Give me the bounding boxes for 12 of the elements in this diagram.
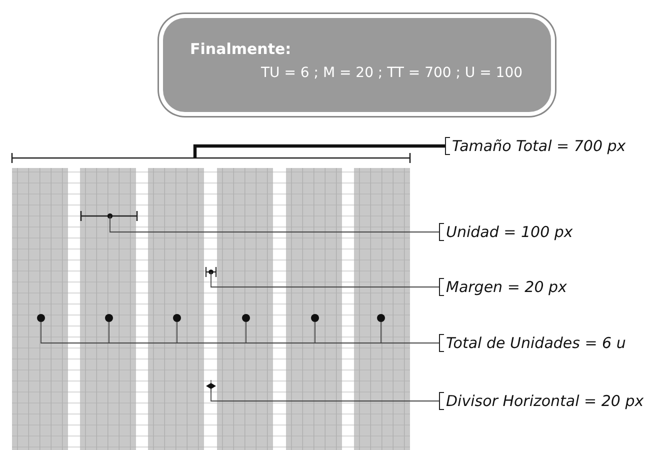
callout-label: Unidad = 100 px: [444, 222, 573, 242]
callout-label: Margen = 20 px: [444, 277, 567, 297]
callout-label: Divisor Horizontal = 20 px: [444, 391, 644, 411]
leader-line: [110, 216, 440, 232]
callout-label: Total de Unidades = 6 u: [444, 333, 626, 353]
formula-text: TU = 6 ; M = 20 ; TT = 700 ; U = 100: [261, 65, 523, 81]
callout-label: Tamaño Total = 700 px: [450, 136, 626, 156]
leader-line: [210, 272, 440, 288]
leader-line: [193, 144, 445, 158]
panel-heading: Finalmente:: [190, 40, 292, 58]
summary-panel: [163, 18, 551, 112]
leader-line: [210, 388, 440, 402]
